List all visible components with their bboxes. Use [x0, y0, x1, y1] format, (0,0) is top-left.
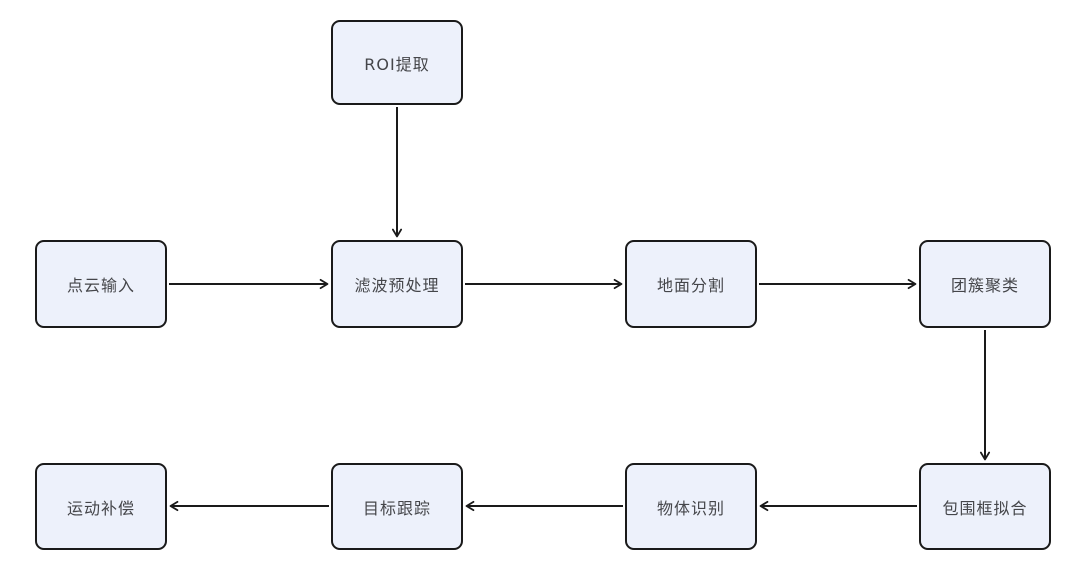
- node-cluster-clustering[interactable]: 团簇聚类: [919, 240, 1051, 328]
- node-ground-segmentation[interactable]: 地面分割: [625, 240, 757, 328]
- node-roi-extraction[interactable]: ROI提取: [331, 20, 463, 105]
- node-bounding-box-fitting[interactable]: 包围框拟合: [919, 463, 1051, 550]
- node-target-tracking[interactable]: 目标跟踪: [331, 463, 463, 550]
- node-object-recognition[interactable]: 物体识别: [625, 463, 757, 550]
- node-filter-preprocessing[interactable]: 滤波预处理: [331, 240, 463, 328]
- node-motion-compensation[interactable]: 运动补偿: [35, 463, 167, 550]
- node-point-cloud-input[interactable]: 点云输入: [35, 240, 167, 328]
